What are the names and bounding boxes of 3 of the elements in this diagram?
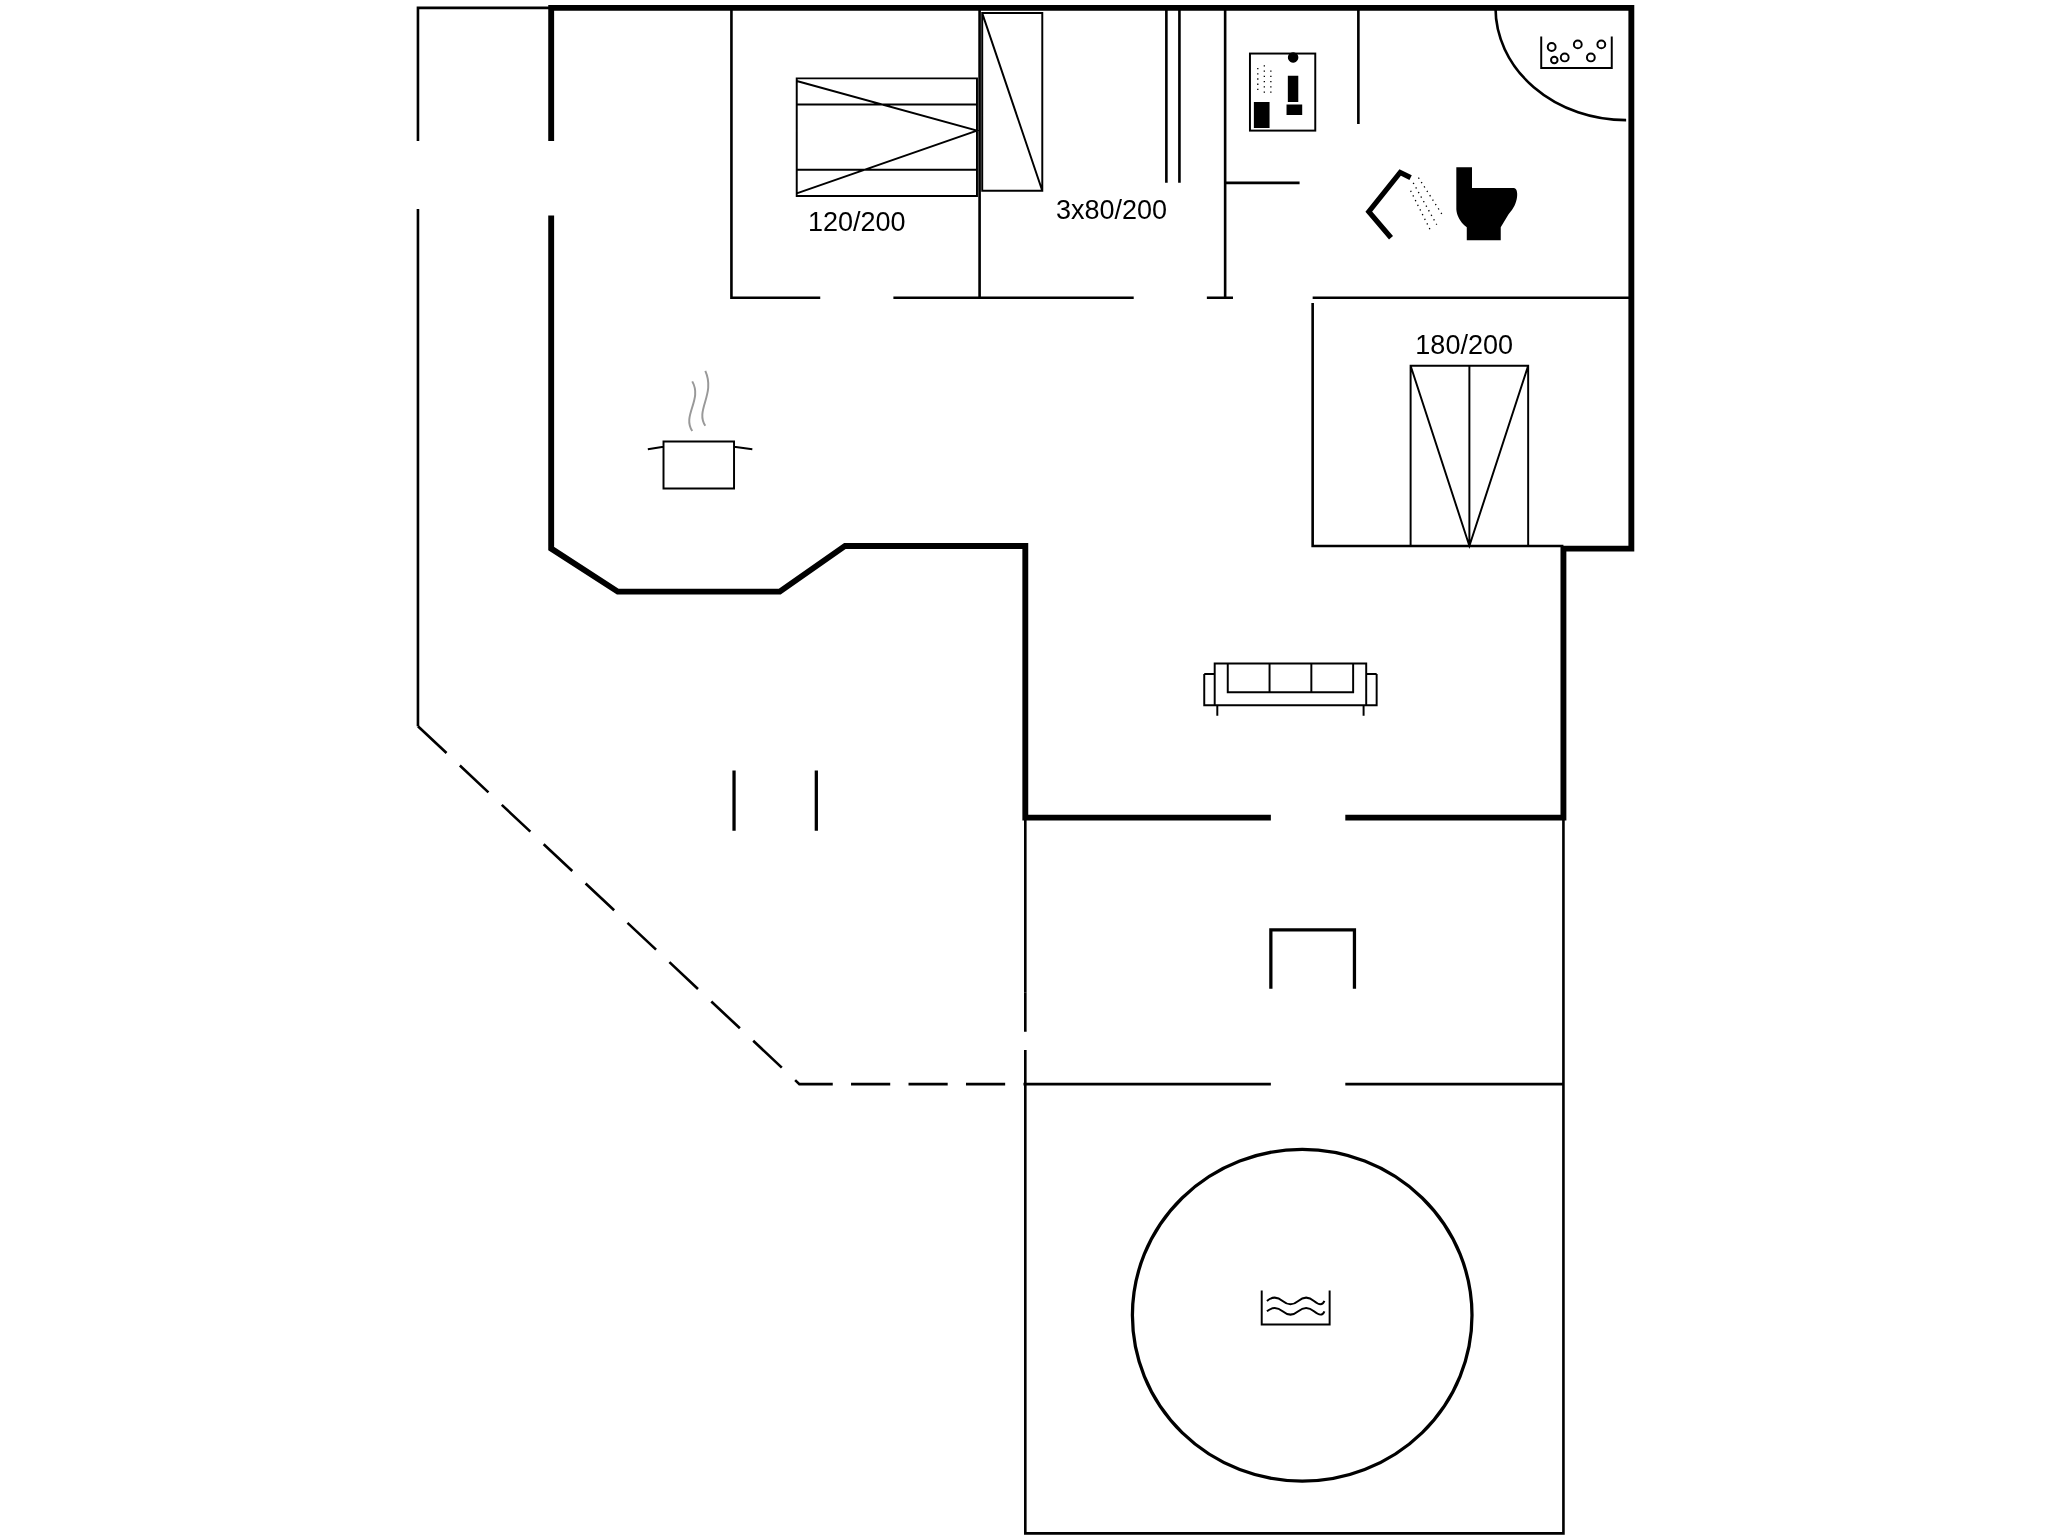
bed-size-label: 3x80/200 (1055, 196, 1168, 224)
bed-size-label: 120/200 (808, 208, 906, 236)
bed-size-label: 180/200 (1415, 331, 1513, 359)
